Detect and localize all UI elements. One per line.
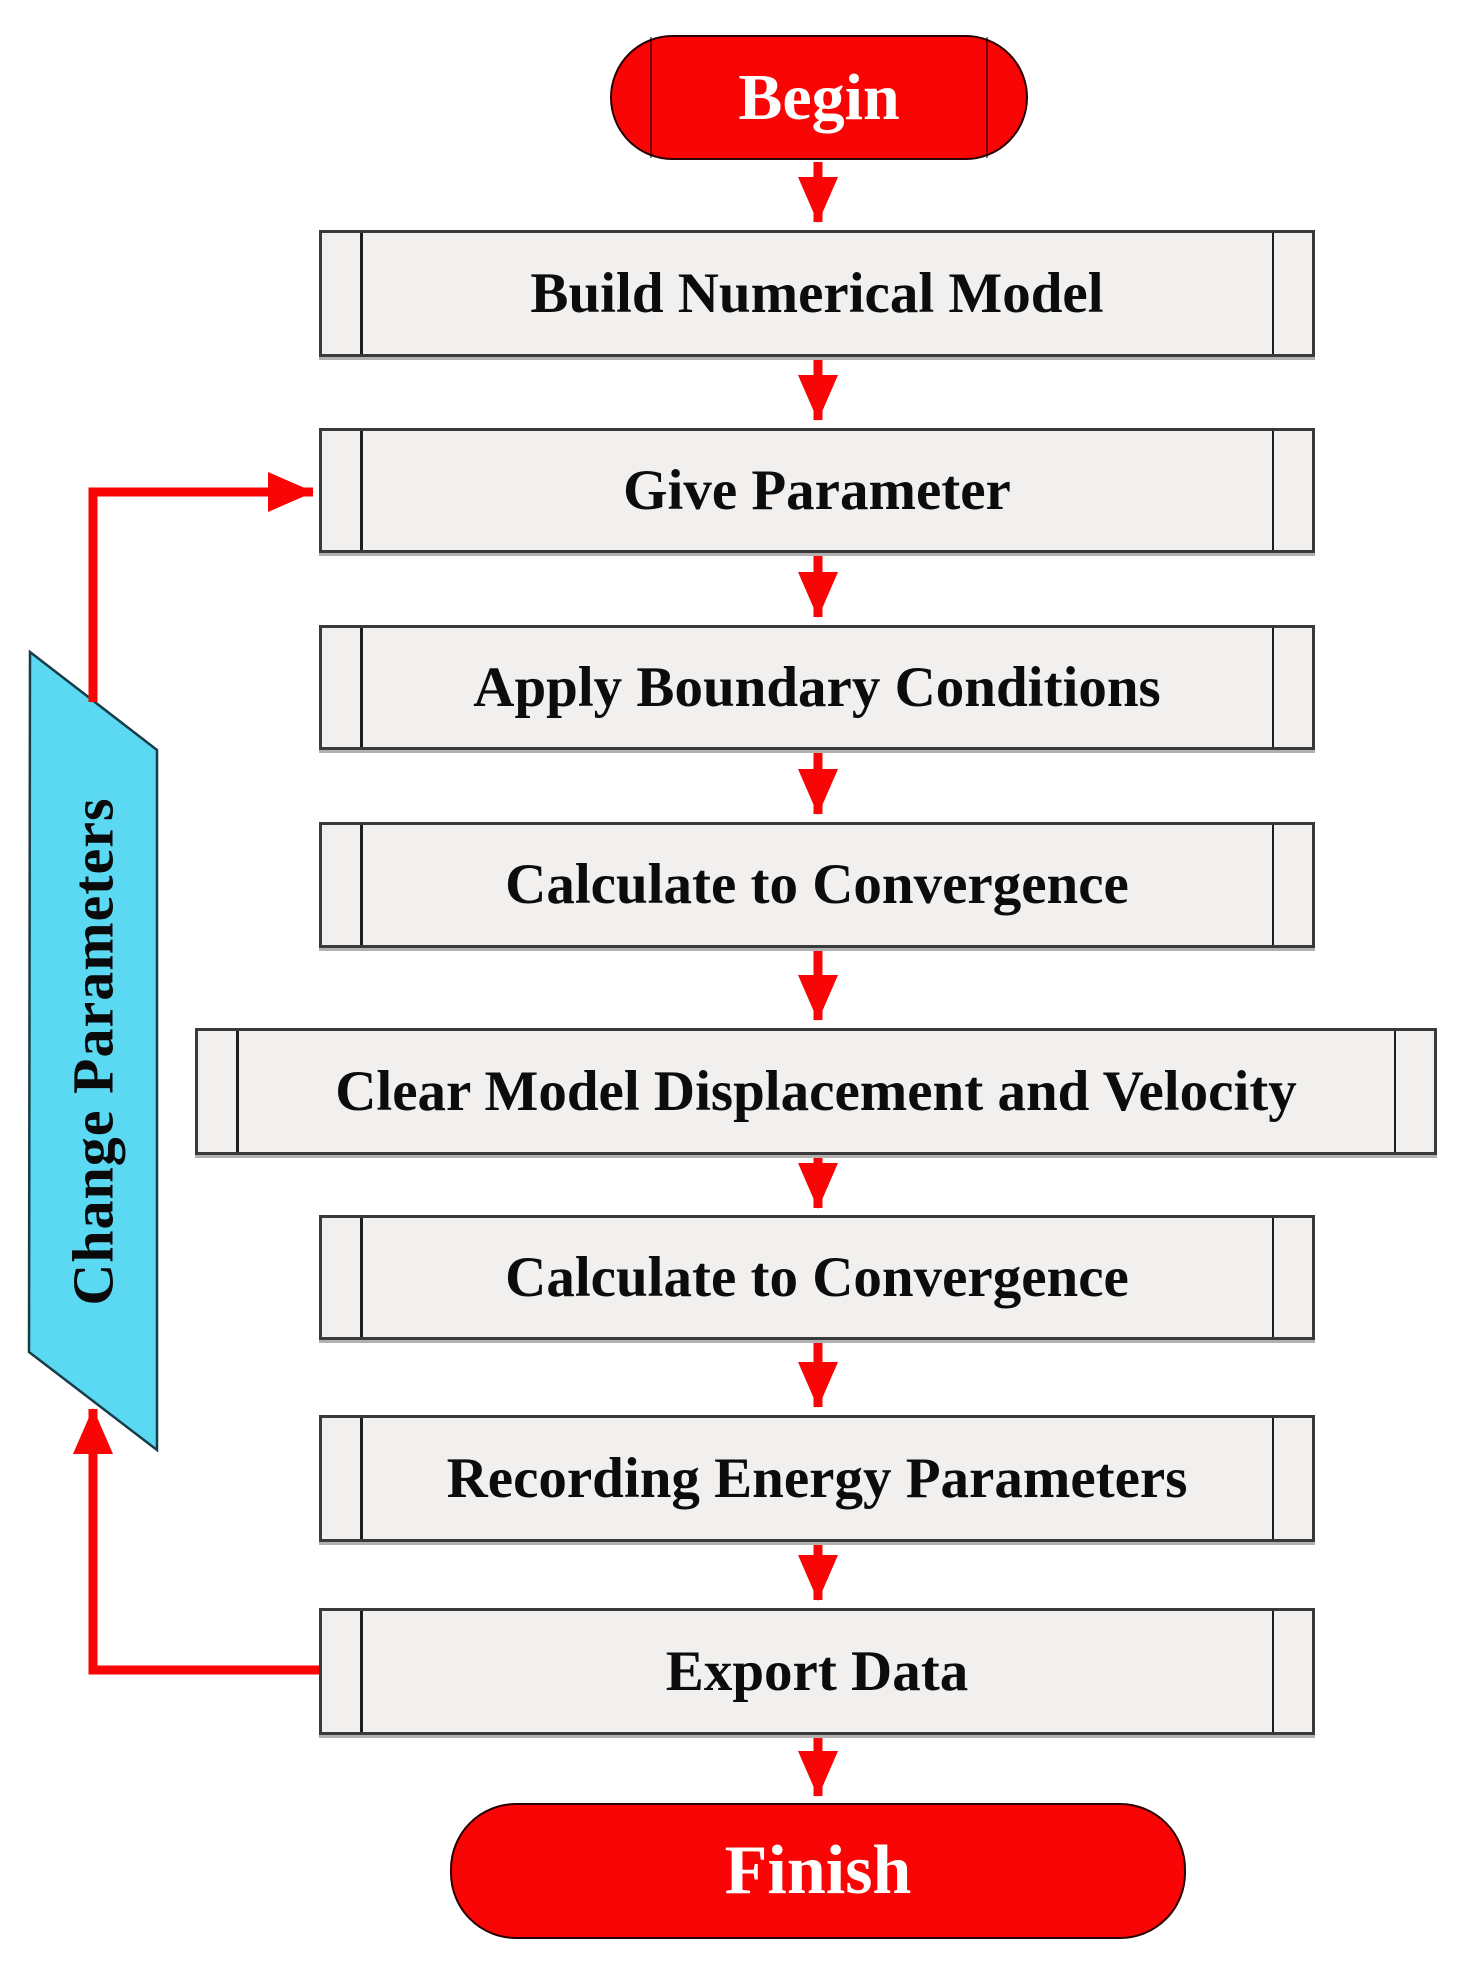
node-recording-energy-parameters: Recording Energy Parameters	[319, 1415, 1315, 1542]
export-data-label: Export Data	[665, 1639, 969, 1703]
clear-model-displacement-and-velocity-label: Clear Model Displacement and Velocity	[335, 1059, 1297, 1123]
build-numerical-model-label: Build Numerical Model	[530, 261, 1104, 325]
change-parameters-parallelogram	[27, 649, 159, 1453]
give-parameter-label: Give Parameter	[623, 458, 1011, 522]
begin-label: Begin	[738, 60, 900, 134]
node-calculate-to-convergence-1: Calculate to Convergence	[319, 822, 1315, 948]
node-clear-model-displacement-and-velocity: Clear Model Displacement and Velocity	[195, 1028, 1437, 1155]
node-export-data: Export Data	[319, 1608, 1315, 1735]
calculate-to-convergence-2-label: Calculate to Convergence	[505, 1245, 1129, 1309]
node-apply-boundary-conditions: Apply Boundary Conditions	[319, 625, 1315, 750]
node-calculate-to-convergence-2: Calculate to Convergence	[319, 1215, 1315, 1340]
calculate-to-convergence-1-label: Calculate to Convergence	[505, 853, 1129, 917]
recording-energy-parameters-label: Recording Energy Parameters	[446, 1446, 1188, 1510]
finish-label: Finish	[724, 1832, 912, 1909]
node-build-numerical-model: Build Numerical Model	[319, 230, 1315, 357]
apply-boundary-conditions-label: Apply Boundary Conditions	[473, 655, 1161, 719]
arrow-change-to-give	[88, 472, 314, 702]
change-parameters-label: Change Parameters	[60, 796, 126, 1306]
node-begin: Begin	[610, 35, 1028, 160]
node-finish: Finish	[450, 1803, 1186, 1939]
node-change-parameters: Change Parameters	[29, 700, 157, 1402]
node-give-parameter: Give Parameter	[319, 428, 1315, 553]
arrow-export-to-change	[73, 1408, 319, 1675]
